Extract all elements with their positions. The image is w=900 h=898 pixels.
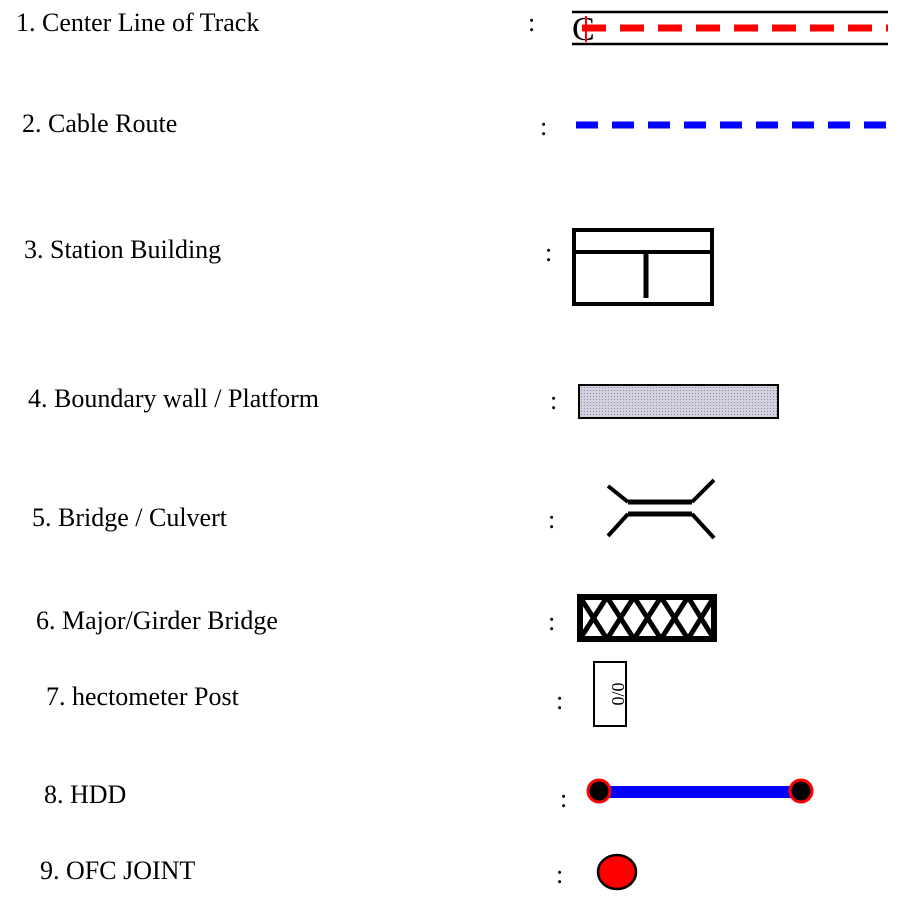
ofc-joint-symbol: [596, 852, 640, 892]
separator-colon: :: [548, 607, 556, 636]
separator-colon: :: [528, 8, 536, 37]
separator-colon: :: [545, 238, 553, 267]
legend-label-hdd: 8. HDD: [44, 780, 127, 809]
legend-label-center-line: 1. Center Line of Track: [16, 8, 260, 37]
centerline-glyph: C: [572, 11, 595, 48]
legend-label-cable-route: 2. Cable Route: [22, 109, 178, 138]
hdd-symbol: [586, 778, 818, 806]
separator-colon: :: [540, 112, 548, 141]
girder-bridge-symbol: [577, 594, 719, 644]
legend-label-bridge-culvert: 5. Bridge / Culvert: [32, 503, 227, 532]
separator-colon: :: [548, 505, 556, 534]
hectometer-post-symbol: 0/0: [593, 661, 629, 729]
legend-label-girder-bridge: 6. Major/Girder Bridge: [36, 606, 278, 635]
platform-symbol: [578, 384, 780, 420]
separator-colon: :: [556, 860, 564, 889]
cable-route-symbol: [576, 118, 900, 132]
legend-label-ofc-joint: 9. OFC JOINT: [40, 856, 196, 885]
track-center-line-symbol: C: [572, 10, 890, 48]
legend-label-hectometer-post: 7. hectometer Post: [46, 682, 239, 711]
station-building-symbol: [572, 228, 716, 308]
separator-colon: :: [550, 386, 558, 415]
hectometer-post-glyph: 0/0: [608, 682, 628, 705]
legend-label-boundary-wall: 4. Boundary wall / Platform: [28, 384, 320, 413]
legend-label-station-building: 3. Station Building: [24, 235, 222, 264]
separator-colon: :: [560, 784, 568, 813]
bridge-culvert-symbol: [606, 476, 716, 542]
separator-colon: :: [556, 686, 564, 715]
